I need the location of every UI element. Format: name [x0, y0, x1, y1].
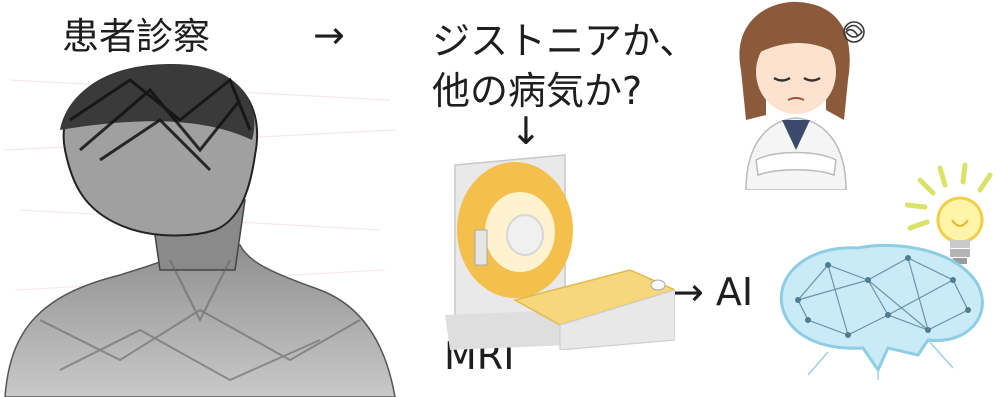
patient-exam-label: 患者診察: [62, 15, 210, 58]
patient-sketch-icon: [4, 63, 396, 397]
ai-brain-icon: [779, 243, 984, 380]
down-arrow: ↓: [510, 109, 542, 153]
doctor-icon: [739, 1, 865, 190]
question-line-1: ジストニアか、: [432, 19, 698, 63]
diagnosis-question: ジストニアか、 他の病気か?: [432, 16, 697, 116]
ai-arrow-label: → AI: [672, 270, 754, 314]
right-arrow: →: [313, 13, 345, 57]
question-line-2: 他の病気か?: [432, 69, 643, 113]
mri-scanner-icon: [445, 154, 675, 350]
lightbulb-icon: [905, 162, 993, 264]
